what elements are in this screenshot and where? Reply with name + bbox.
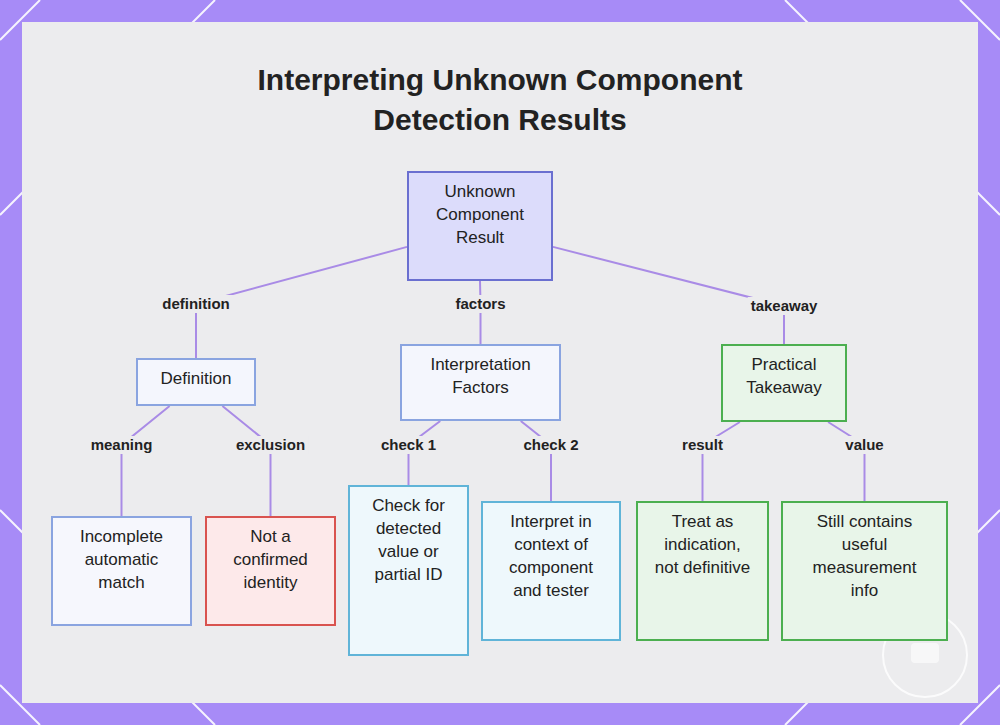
tree-connector: [122, 406, 170, 516]
tree-connector: [521, 421, 551, 501]
panel: [22, 22, 978, 703]
box-text: Treat as indication, not definitive: [652, 510, 753, 579]
box-text: Definition: [144, 367, 248, 390]
concept-box: Incomplete automatic match: [51, 516, 192, 626]
box-text: Unknown Component Result: [419, 180, 541, 249]
edge-label: definition: [159, 295, 233, 313]
box-text: Interpret in context of component and te…: [495, 510, 607, 602]
tree-connector: [222, 406, 270, 516]
root-box: Unknown Component Result: [407, 171, 553, 281]
concept-box: Treat as indication, not definitive: [636, 501, 769, 641]
box-text: Still contains useful measurement info: [797, 510, 932, 602]
edge-label: exclusion: [233, 436, 308, 454]
box-text: Not a confirmed identity: [217, 525, 324, 594]
concept-box: Interpretation Factors: [400, 344, 561, 421]
concept-box: Not a confirmed identity: [205, 516, 336, 626]
edge-label: check 1: [378, 436, 439, 454]
edge-label: takeaway: [748, 297, 821, 315]
concept-box: Interpret in context of component and te…: [481, 501, 621, 641]
edge-label: check 2: [520, 436, 581, 454]
tree-connector: [828, 422, 864, 501]
box-text: Check for detected value or partial ID: [360, 494, 457, 586]
tree-connector: [703, 422, 740, 501]
edge-label: meaning: [88, 436, 156, 454]
concept-box: Definition: [136, 358, 256, 406]
box-text: Incomplete automatic match: [63, 525, 180, 594]
tree-connector: [553, 247, 784, 344]
edge-label: value: [842, 436, 886, 454]
concept-box: Practical Takeaway: [721, 344, 847, 422]
concept-box: Still contains useful measurement info: [781, 501, 948, 641]
logo-icon: [911, 643, 939, 663]
concept-box: Check for detected value or partial ID: [348, 485, 469, 656]
edge-label: result: [679, 436, 726, 454]
edge-label: factors: [452, 295, 508, 313]
diagram-title: Interpreting Unknown Component Detection…: [220, 60, 780, 140]
box-text: Interpretation Factors: [414, 353, 547, 399]
box-text: Practical Takeaway: [729, 353, 839, 399]
